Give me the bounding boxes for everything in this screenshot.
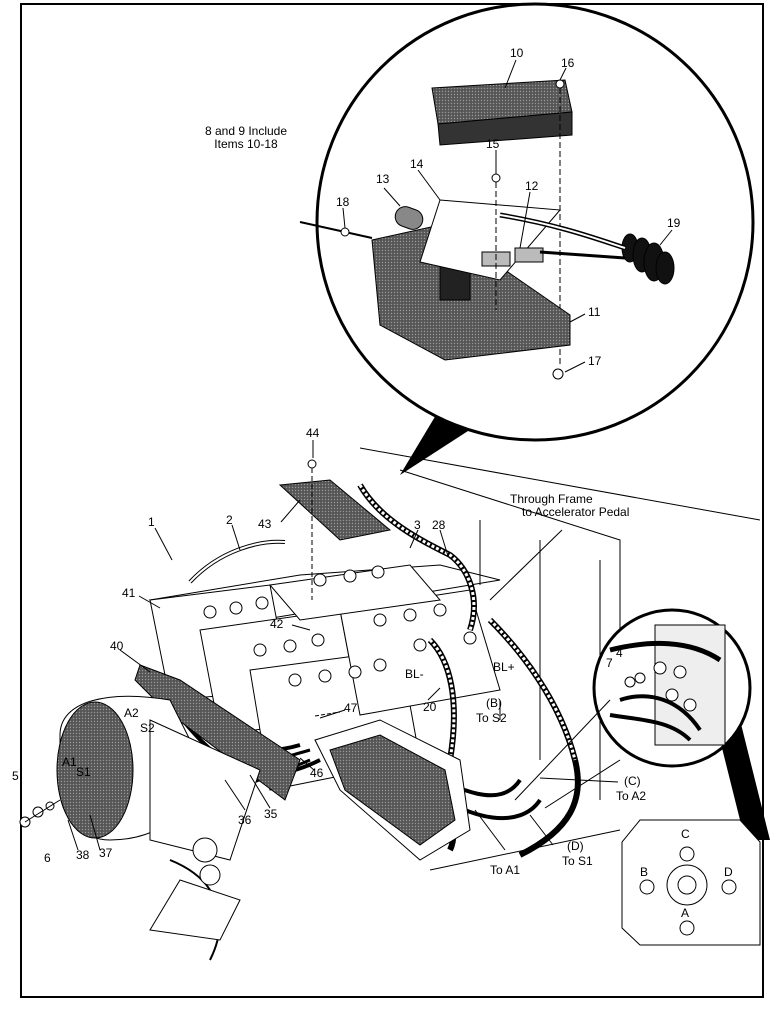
- part-label-3: 3: [414, 518, 421, 532]
- part-label-2: 2: [226, 513, 233, 527]
- include-note-line1: 8 and 9 Include: [204, 124, 288, 138]
- terminal-detail-magnifier: [592, 608, 770, 840]
- terminal-label-s1: S1: [76, 765, 91, 779]
- motor-terminal-a: A: [681, 906, 690, 920]
- part-label-42: 42: [270, 617, 284, 631]
- magnifier-leaders: [342, 59, 673, 373]
- connection-d-to: To S1: [562, 854, 593, 868]
- terminal-label-a1: A1: [62, 755, 77, 769]
- motor-terminal-inset: [621, 819, 761, 946]
- part-label-14: 14: [410, 157, 424, 171]
- part-label-15: 15: [486, 137, 500, 151]
- part-label-46: 46: [310, 766, 324, 780]
- terminal-label-a2: A2: [124, 706, 139, 720]
- part-label-7: 7: [606, 656, 613, 670]
- part-label-12: 12: [525, 179, 539, 193]
- part-label-16: 16: [561, 56, 575, 70]
- part-label-40: 40: [110, 639, 124, 653]
- battery-strap: [134, 664, 301, 801]
- assembly-leaders: [67, 440, 619, 851]
- motor-terminal-b: B: [640, 865, 649, 879]
- include-note: 8 and 9 Include Items 10-18: [205, 125, 287, 151]
- part-label-5: 5: [12, 769, 19, 783]
- motor-hardware: [19, 799, 61, 828]
- part-label-13: 13: [376, 172, 390, 186]
- part-label-36: 36: [238, 813, 252, 827]
- part-label-11: 11: [588, 305, 601, 319]
- connection-to-a1: To A1: [490, 863, 521, 877]
- part-label-10: 10: [510, 46, 524, 60]
- part-label-37: 37: [99, 846, 113, 860]
- part-label-4: 4: [616, 646, 623, 660]
- part-label-20: 20: [423, 700, 437, 714]
- connection-c-to: To A2: [616, 789, 647, 803]
- part-label-44: 44: [306, 426, 320, 440]
- connection-b-to: To S2: [476, 711, 507, 725]
- part-label-28: 28: [432, 518, 446, 532]
- part-label-19: 19: [667, 216, 681, 230]
- include-note-line2: Items 10-18: [214, 137, 278, 151]
- through-frame-line1: Through Frame: [510, 492, 593, 506]
- connection-b-letter: (B): [486, 696, 502, 710]
- motor: [56, 695, 261, 961]
- terminal-label-bl-minus: BL-: [405, 667, 424, 681]
- through-frame-line2: to Accelerator Pedal: [522, 505, 630, 519]
- part-label-35: 35: [264, 807, 278, 821]
- controller-detail-magnifier: [299, 2, 755, 475]
- hold-down-bar: [278, 479, 392, 541]
- part-label-38: 38: [76, 848, 90, 862]
- motor-terminal-c: C: [681, 827, 690, 841]
- part-label-43: 43: [258, 517, 272, 531]
- part-label-17: 17: [588, 354, 602, 368]
- terminal-label-s2: S2: [140, 721, 155, 735]
- controller: [314, 719, 471, 861]
- part-label-1: 1: [148, 515, 155, 529]
- motor-terminal-d: D: [724, 865, 733, 879]
- terminal-label-bl-plus: BL+: [493, 660, 515, 674]
- connection-c-letter: (C): [624, 774, 641, 788]
- part-label-47: 47: [344, 701, 358, 715]
- part-label-18: 18: [336, 195, 350, 209]
- part-label-41: 41: [122, 586, 136, 600]
- connection-d-letter: (D): [567, 839, 584, 853]
- through-frame-note: Through Frame to Accelerator Pedal: [510, 493, 629, 519]
- part-label-6: 6: [44, 851, 51, 865]
